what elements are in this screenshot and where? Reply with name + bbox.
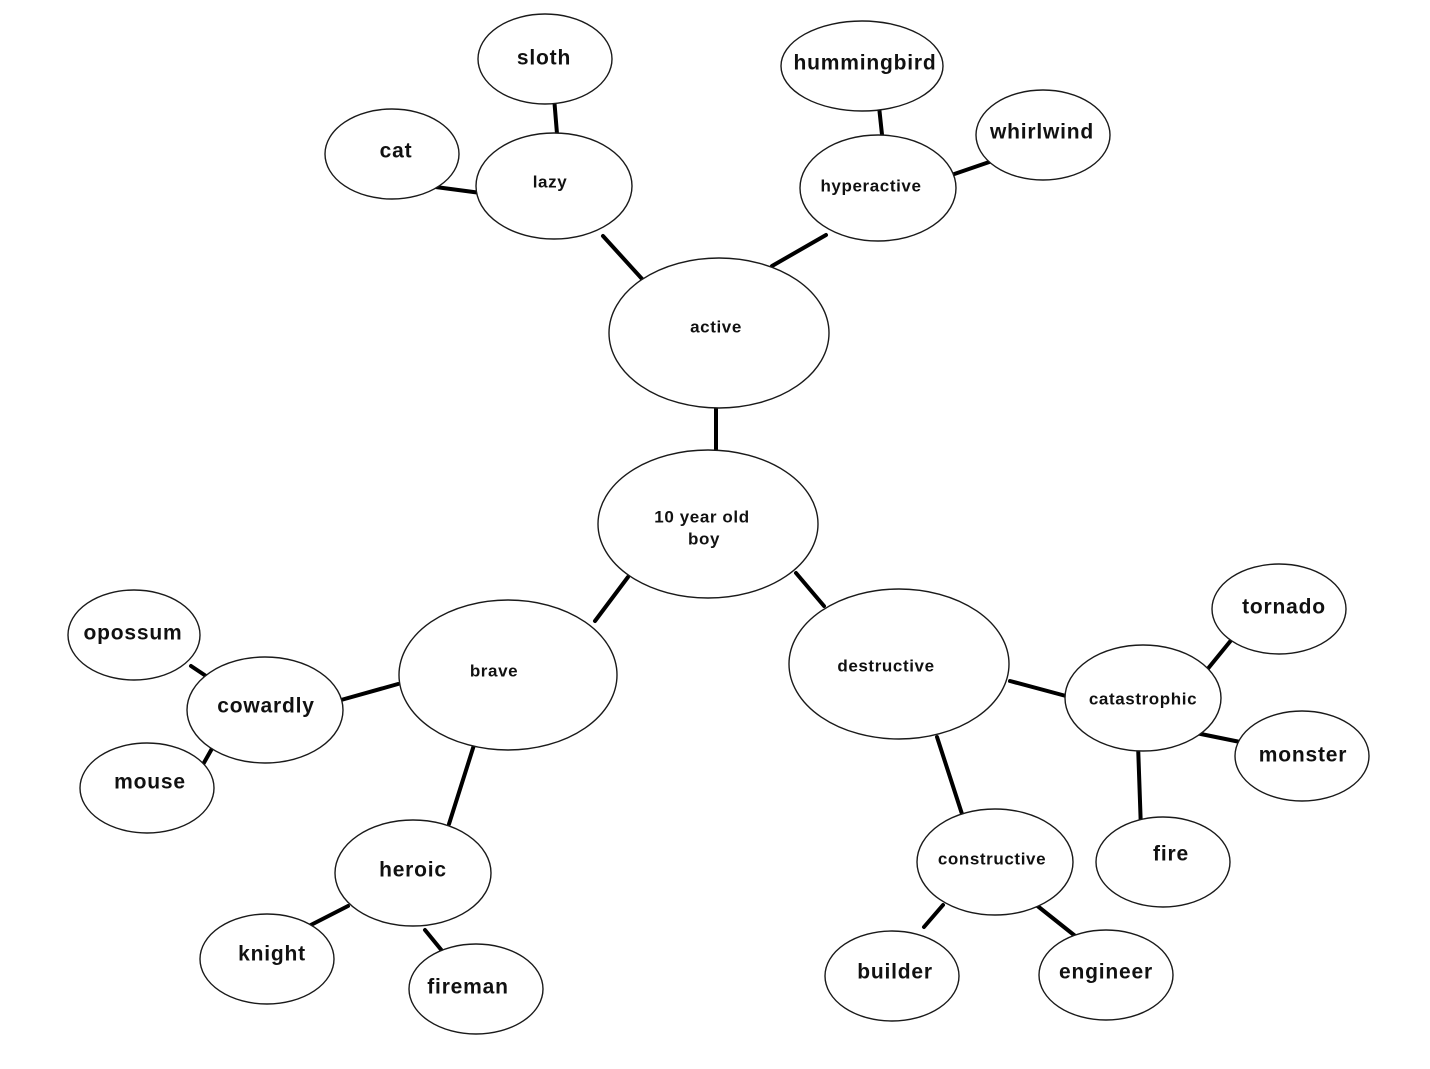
node-lazy: lazy bbox=[475, 132, 633, 240]
node-fireman-bubble bbox=[408, 943, 544, 1035]
node-hyperactive: hyperactive bbox=[799, 134, 957, 242]
node-brave: brave bbox=[398, 599, 618, 751]
node-catastrophic-label: catastrophic bbox=[1089, 689, 1197, 708]
node-opossum: opossum bbox=[67, 589, 201, 681]
node-sloth: sloth bbox=[477, 13, 613, 105]
node-fire-label: fire bbox=[1153, 843, 1189, 866]
node-active-label: active bbox=[690, 317, 742, 336]
node-fireman: fireman bbox=[408, 943, 544, 1035]
node-cat-label: cat bbox=[380, 140, 413, 163]
node-whirlwind-label: whirlwind bbox=[989, 121, 1094, 144]
node-active: active bbox=[608, 257, 830, 409]
link-active-lazy bbox=[601, 234, 645, 282]
node-heroic-bubble bbox=[334, 819, 492, 927]
node-builder: builder bbox=[824, 930, 960, 1022]
node-mouse-label: mouse bbox=[114, 771, 186, 794]
node-cat-bubble bbox=[324, 108, 460, 200]
node-sloth-label: sloth bbox=[517, 47, 571, 70]
node-engineer-bubble bbox=[1038, 929, 1174, 1021]
link-cowardly-opossum bbox=[189, 664, 208, 678]
node-cowardly: cowardly bbox=[186, 656, 344, 764]
node-lazy-bubble bbox=[475, 132, 633, 240]
node-catastrophic: catastrophic bbox=[1064, 644, 1222, 752]
node-whirlwind: whirlwind bbox=[975, 89, 1111, 181]
node-sloth-bubble bbox=[477, 13, 613, 105]
node-cowardly-label: cowardly bbox=[217, 695, 314, 718]
node-fireman-label: fireman bbox=[427, 976, 508, 999]
link-heroic-fireman bbox=[423, 928, 445, 954]
node-catastrophic-bubble bbox=[1064, 644, 1222, 752]
node-engineer: engineer bbox=[1038, 929, 1174, 1021]
link-destructive-constructive bbox=[935, 735, 964, 816]
node-mouse: mouse bbox=[79, 742, 215, 834]
node-mouse-bubble bbox=[79, 742, 215, 834]
node-center-bubble bbox=[597, 449, 819, 599]
node-center-line2: boy bbox=[688, 529, 720, 548]
node-monster: monster bbox=[1234, 710, 1370, 802]
node-knight: knight bbox=[199, 913, 335, 1005]
link-brave-heroic bbox=[447, 743, 476, 826]
link-boy-destructive bbox=[794, 571, 826, 608]
node-whirlwind-bubble bbox=[975, 89, 1111, 181]
node-brave-label: brave bbox=[470, 661, 518, 680]
node-center: 10 year old boy bbox=[597, 449, 819, 599]
node-brave-bubble bbox=[398, 599, 618, 751]
link-brave-cowardly bbox=[339, 682, 400, 702]
node-destructive-label: destructive bbox=[837, 656, 934, 675]
link-constructive-engineer bbox=[1033, 902, 1081, 941]
node-tornado-label: tornado bbox=[1242, 596, 1326, 619]
link-active-hyperactive bbox=[770, 233, 828, 268]
node-builder-bubble bbox=[824, 930, 960, 1022]
node-opossum-label: opossum bbox=[84, 622, 183, 645]
link-constructive-builder bbox=[922, 903, 945, 929]
node-hyperactive-label: hyperactive bbox=[820, 176, 921, 195]
node-hyperactive-bubble bbox=[799, 134, 957, 242]
node-hummingbird: hummingbird bbox=[780, 20, 944, 112]
node-tornado-bubble bbox=[1211, 563, 1347, 655]
node-fire: fire bbox=[1095, 816, 1231, 908]
node-constructive: constructive bbox=[916, 808, 1074, 916]
node-constructive-bubble bbox=[916, 808, 1074, 916]
link-destructive-catastrophic bbox=[1008, 679, 1068, 698]
node-monster-bubble bbox=[1234, 710, 1370, 802]
node-destructive-bubble bbox=[788, 588, 1010, 740]
node-lazy-label: lazy bbox=[533, 172, 568, 191]
node-opossum-bubble bbox=[67, 589, 201, 681]
node-hummingbird-label: hummingbird bbox=[794, 52, 937, 75]
node-heroic: heroic bbox=[334, 819, 492, 927]
link-boy-brave bbox=[593, 575, 630, 623]
node-cat: cat bbox=[324, 108, 460, 200]
node-fire-bubble bbox=[1095, 816, 1231, 908]
node-heroic-label: heroic bbox=[379, 859, 447, 882]
node-tornado: tornado bbox=[1211, 563, 1347, 655]
node-knight-bubble bbox=[199, 913, 335, 1005]
node-engineer-label: engineer bbox=[1059, 961, 1153, 984]
node-constructive-label: constructive bbox=[938, 849, 1046, 868]
node-center-line1: 10 year old bbox=[654, 507, 749, 526]
node-monster-label: monster bbox=[1259, 744, 1347, 767]
link-catastrophic-fire bbox=[1136, 742, 1143, 832]
node-destructive: destructive bbox=[788, 588, 1010, 740]
node-active-bubble bbox=[608, 257, 830, 409]
node-cowardly-bubble bbox=[186, 656, 344, 764]
node-knight-label: knight bbox=[238, 943, 306, 966]
node-builder-label: builder bbox=[857, 961, 933, 984]
node-hummingbird-bubble bbox=[780, 20, 944, 112]
